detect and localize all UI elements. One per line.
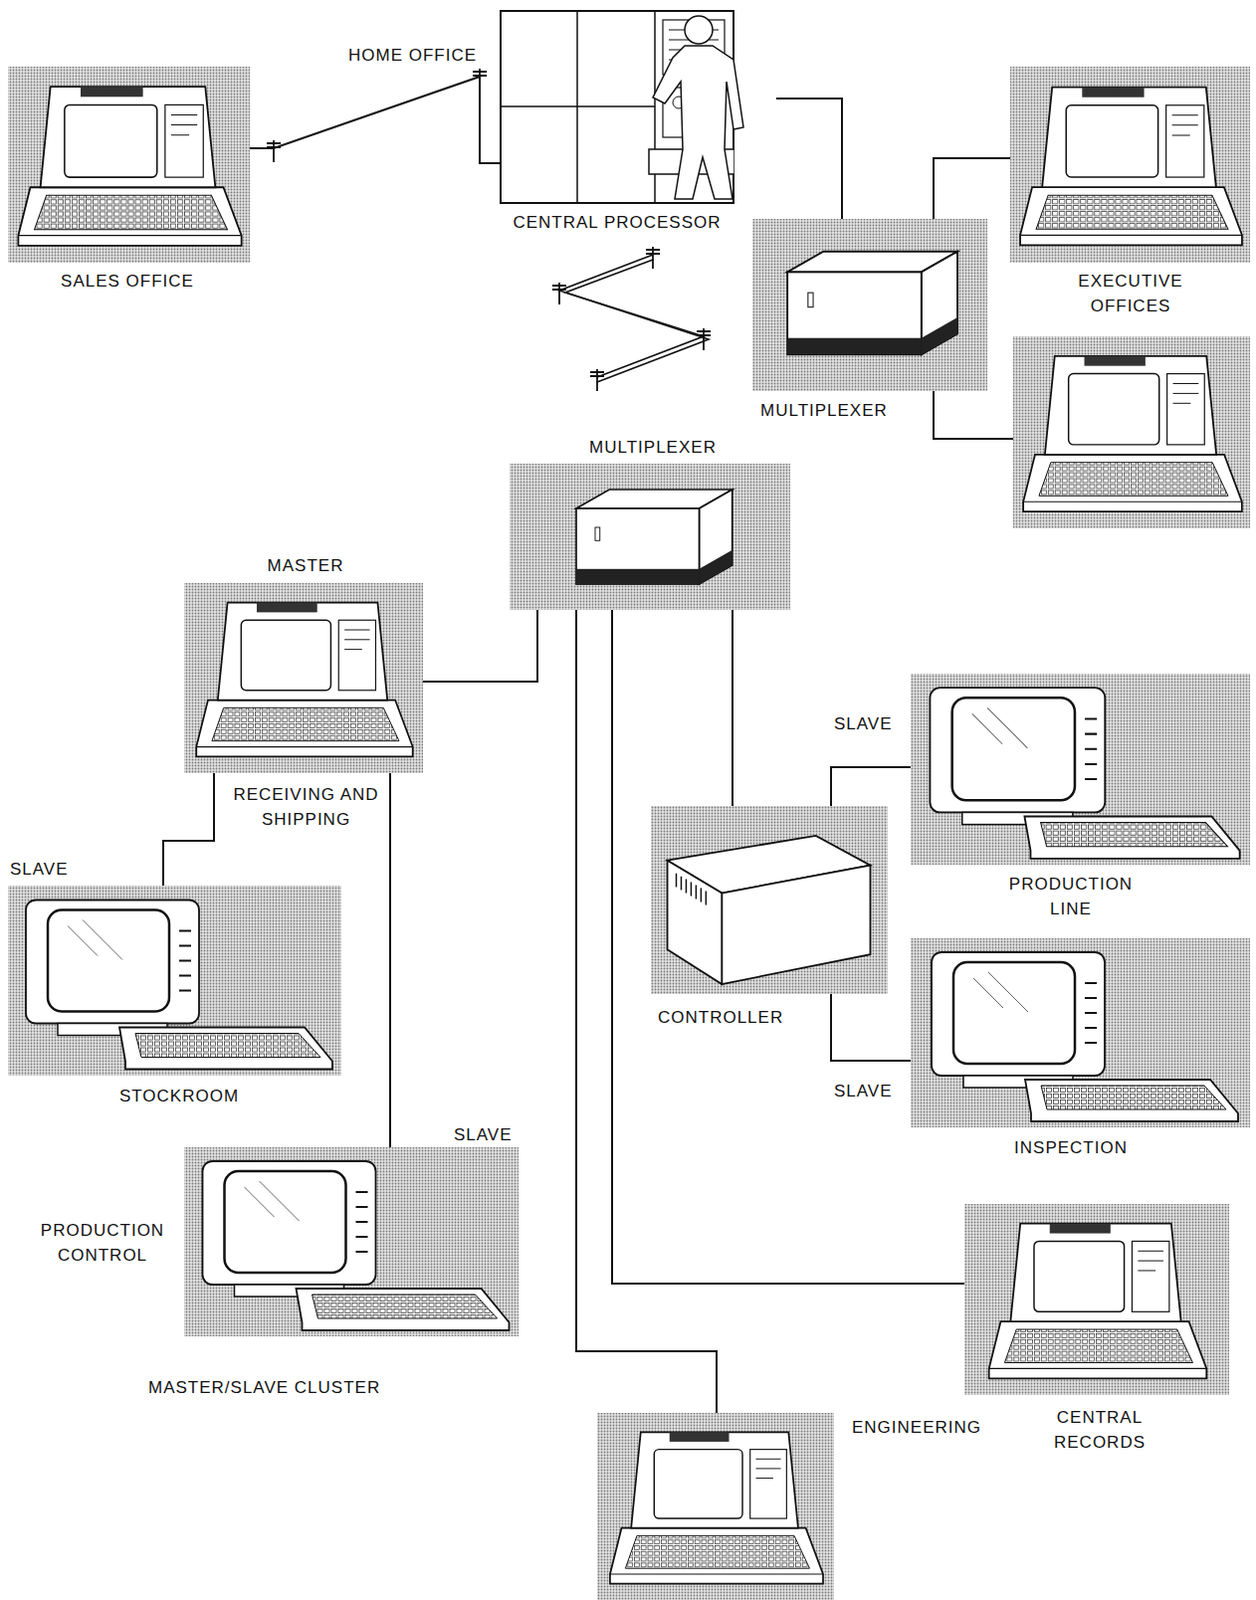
node-label: SLAVE <box>834 711 909 737</box>
panel <box>184 1147 519 1337</box>
panel <box>752 218 988 392</box>
node-label: INSPECTION <box>971 1135 1171 1161</box>
node-label: RECEIVING AND SHIPPING <box>228 782 384 833</box>
panel <box>7 66 250 263</box>
terminal-panel: MASTERRECEIVING AND SHIPPING <box>184 583 423 774</box>
node-label: CENTRAL RECORDS <box>1025 1405 1175 1456</box>
multiplexer-panel: MULTIPLEXER <box>752 218 988 392</box>
pole-symbol <box>645 246 660 269</box>
terminal-panel: SALES OFFICE <box>7 66 250 263</box>
panel <box>910 673 1251 865</box>
controller-panel: CONTROLLER <box>650 806 888 995</box>
node-label: MULTIPLEXER <box>543 434 763 460</box>
terminal-icon <box>196 603 413 758</box>
equipment <box>17 10 1243 1585</box>
terminal-panel: SLAVEINSPECTION <box>910 938 1251 1128</box>
connector <box>776 98 842 219</box>
controller-icon <box>667 836 871 985</box>
pole-symbol <box>552 282 567 305</box>
slave-terminal-icon <box>203 1161 510 1331</box>
node-label: PRODUCTION LINE <box>996 871 1146 922</box>
panel <box>7 885 342 1076</box>
connector <box>831 994 911 1061</box>
connector <box>612 610 965 1284</box>
node-label: SLAVE <box>453 1122 534 1148</box>
pole-symbol <box>696 328 711 351</box>
terminal-panel: SLAVEPRODUCTION LINE <box>910 673 1251 865</box>
panel <box>910 938 1251 1128</box>
terminal-icon <box>989 1224 1208 1380</box>
terminal-icon <box>1023 356 1243 512</box>
operator-figure <box>652 15 744 200</box>
pole-symbol <box>266 140 281 163</box>
central-processor: HOME OFFICECENTRAL PROCESSOR <box>499 9 777 208</box>
group-label: MASTER/SLAVE CLUSTER <box>148 1375 467 1401</box>
panel <box>597 1413 835 1600</box>
panel <box>650 806 888 995</box>
cable <box>933 391 1014 439</box>
connector <box>389 773 392 1148</box>
connector <box>731 610 734 807</box>
pole-symbol <box>590 369 605 392</box>
multiplexer-panel: MULTIPLEXER <box>509 463 791 611</box>
node-label: MULTIPLEXER <box>760 398 960 423</box>
terminal-panel: CENTRAL RECORDS <box>964 1204 1230 1396</box>
panel <box>1010 66 1251 263</box>
grey-panels <box>7 66 1251 1600</box>
connector <box>933 158 1011 219</box>
connector <box>163 773 214 886</box>
multiplexer-icon <box>576 489 733 585</box>
node-label: PRODUCTION CONTROL <box>27 1218 178 1268</box>
panel <box>964 1204 1230 1396</box>
slave-terminal-icon <box>929 687 1240 859</box>
connector <box>422 610 538 682</box>
panel <box>1013 336 1251 529</box>
multiplexer-icon <box>787 251 958 356</box>
node-label: CONTROLLER <box>657 1005 857 1031</box>
terminal-panel: ENGINEERING <box>597 1413 835 1600</box>
node-label: SLAVE <box>834 1078 909 1104</box>
node-label: EXECUTIVE OFFICES <box>1055 268 1206 319</box>
node-label: HOME OFFICE <box>348 42 508 68</box>
slave-terminal-icon <box>931 952 1239 1122</box>
node-label: ENGINEERING <box>851 1415 1051 1441</box>
terminal-icon <box>610 1432 824 1584</box>
node-label: SLAVE <box>9 856 90 882</box>
terminal-panel: SLAVEPRODUCTION CONTROL <box>184 1147 519 1337</box>
terminal-panel: SLAVESTOCKROOM <box>7 885 342 1076</box>
terminal-icon <box>17 86 241 246</box>
panel <box>184 583 423 774</box>
node-label: SALES OFFICE <box>17 268 237 294</box>
terminal-panel: EXECUTIVE OFFICES <box>1010 66 1251 263</box>
terminal-icon <box>1020 87 1243 246</box>
node-label: CENTRAL PROCESSOR <box>487 209 747 235</box>
panel <box>509 463 791 611</box>
node-label: MASTER <box>206 553 406 579</box>
slave-terminal-icon <box>25 900 333 1070</box>
connector <box>249 76 500 164</box>
node-label: STOCKROOM <box>79 1083 279 1109</box>
connector <box>831 767 911 807</box>
